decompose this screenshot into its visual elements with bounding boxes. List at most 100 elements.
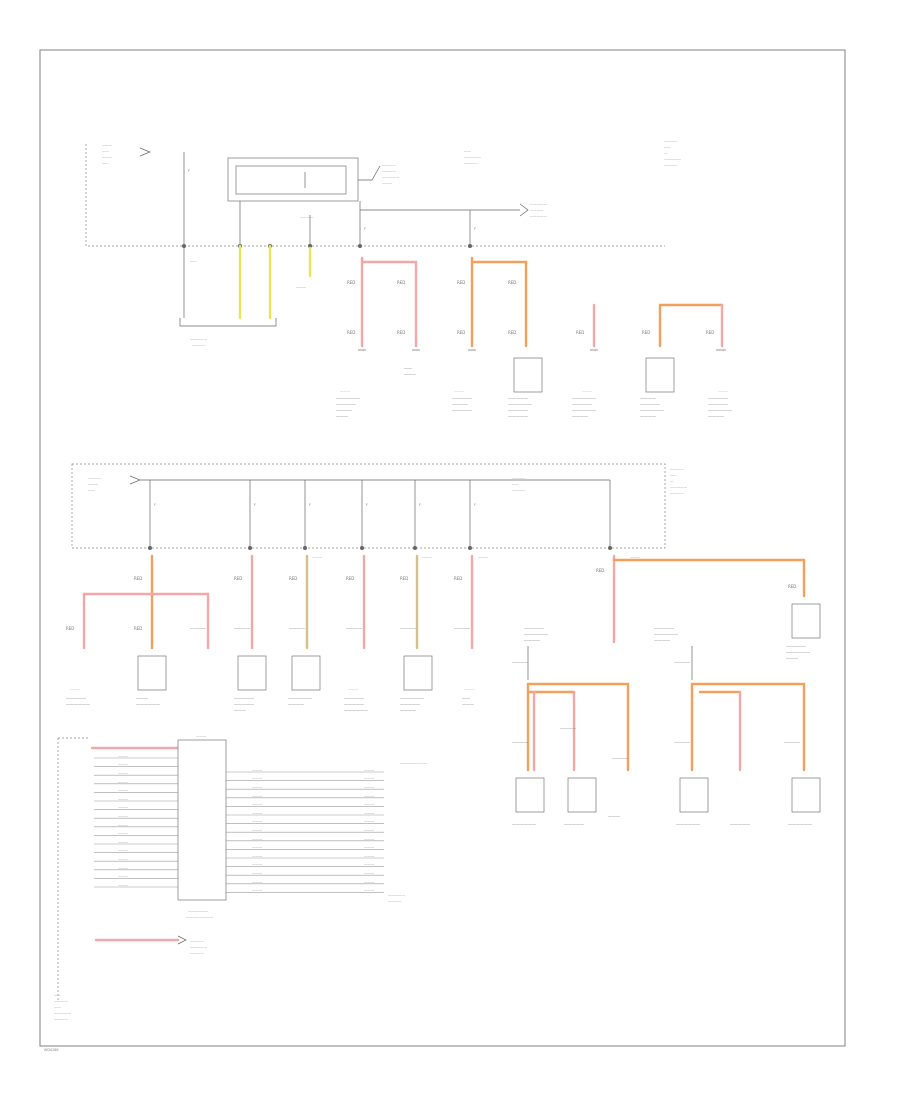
- svg-text:———: ———: [608, 814, 620, 819]
- wire-code: ———: [364, 820, 375, 824]
- top-circuit-wires: ————— ———— ———: [179, 244, 724, 348]
- svg-text:————————: ————————: [400, 761, 428, 765]
- svg-text:RED: RED: [508, 330, 516, 335]
- svg-text:————: ————: [640, 414, 656, 419]
- svg-text:RED: RED: [347, 330, 355, 335]
- svg-text:RED: RED: [66, 626, 74, 631]
- wire-code: ———: [118, 771, 129, 775]
- svg-text:———: ———: [478, 555, 489, 559]
- svg-text:RED: RED: [346, 576, 354, 581]
- svg-text:———: ———: [422, 555, 433, 559]
- svg-text:————: ————: [190, 951, 204, 955]
- svg-text:——————: ——————: [572, 396, 596, 401]
- svg-text:——: ——: [664, 145, 671, 149]
- svg-text:RED: RED: [234, 576, 242, 581]
- svg-text:———: ———: [462, 702, 474, 707]
- svg-text:————: ————: [54, 999, 68, 1003]
- svg-text:———: ———: [718, 389, 729, 393]
- svg-text:————: ————: [288, 702, 304, 707]
- svg-text:——: ——: [464, 149, 471, 153]
- svg-text:————: ————: [382, 169, 396, 173]
- svg-text:——: ——: [54, 1005, 61, 1009]
- svg-text:—————: —————: [730, 822, 750, 827]
- wire-code: ———: [252, 768, 263, 772]
- svg-text:F: F: [474, 503, 476, 507]
- svg-text:—————: —————: [336, 402, 356, 407]
- svg-text:————: ————: [382, 163, 396, 167]
- svg-text:——————: ——————: [676, 822, 700, 827]
- component-box: [645, 357, 675, 393]
- svg-text:——————: ——————: [512, 822, 536, 827]
- svg-text:——: ——: [102, 161, 109, 165]
- wire-code: ———: [118, 814, 129, 818]
- svg-text:——————: ——————: [344, 708, 368, 713]
- lower-components: RED RED RED RED RED RED RED RED RED RED …: [66, 568, 821, 713]
- svg-text:——————: ——————: [508, 402, 532, 407]
- svg-text:———: ———: [582, 389, 593, 393]
- svg-text:————: ————: [530, 208, 544, 212]
- svg-text:————: ————: [400, 626, 416, 631]
- wire-code: ———: [118, 763, 129, 767]
- svg-text:———: ———: [70, 687, 81, 691]
- svg-text:———: ———: [196, 734, 207, 738]
- wire-code: ———: [364, 794, 375, 798]
- svg-text:—————: —————: [564, 822, 584, 827]
- right-sub-harnesses: ————— —————— ———— ———— ———— ———— ———— ——…: [512, 626, 821, 827]
- svg-text:———: ———: [786, 656, 798, 661]
- wire-code: ———: [118, 788, 129, 792]
- svg-text:—————: —————: [708, 402, 728, 407]
- svg-text:RED: RED: [397, 330, 405, 335]
- wire-code: ———: [118, 857, 129, 861]
- svg-text:—: —: [664, 151, 668, 155]
- svg-text:——————: ——————: [188, 909, 209, 913]
- svg-text:—————: —————: [530, 202, 548, 206]
- svg-text:————: ————: [524, 638, 540, 643]
- svg-text:—————: —————: [670, 485, 688, 489]
- svg-text:————: ————: [388, 899, 402, 903]
- wire-code: ———: [252, 785, 263, 789]
- svg-text:——————: ——————: [654, 632, 678, 637]
- svg-text:—————: —————: [400, 702, 420, 707]
- svg-text:————: ————: [54, 1017, 68, 1021]
- lower-fuse-box: ———— ——— —— ———— —— ———— ———— —— — —————…: [71, 463, 688, 550]
- wire-code: ———: [364, 811, 375, 815]
- wire-code: ———: [118, 840, 129, 844]
- svg-text:——: ——: [102, 149, 109, 153]
- wire-code: ———: [118, 780, 129, 784]
- svg-text:RED: RED: [347, 280, 355, 285]
- svg-text:————: ————: [400, 708, 416, 713]
- svg-text:——————: ——————: [400, 696, 424, 701]
- svg-text:————: ————: [336, 408, 352, 413]
- svg-text:—————: —————: [572, 402, 592, 407]
- wire-code: ———: [252, 820, 263, 824]
- svg-text:—————: —————: [452, 408, 472, 413]
- svg-text:F: F: [364, 227, 366, 231]
- wire-code: ———: [252, 854, 263, 858]
- svg-text:F: F: [419, 503, 421, 507]
- svg-text:—————: —————: [382, 175, 400, 179]
- svg-text:F: F: [366, 503, 368, 507]
- svg-text:——: ——: [190, 259, 197, 263]
- svg-text:————: ————: [300, 215, 314, 219]
- svg-text:———: ———: [312, 555, 323, 559]
- svg-text:———: ———: [88, 482, 99, 486]
- svg-text:————: ————: [512, 740, 528, 745]
- svg-text:—————: —————: [464, 155, 482, 159]
- svg-text:—————: —————: [452, 396, 472, 401]
- svg-text:—————: —————: [524, 626, 544, 631]
- wire-code: ———: [118, 797, 129, 801]
- svg-text:————: ————: [454, 626, 470, 631]
- svg-text:—————: —————: [664, 157, 682, 161]
- svg-text:—————: —————: [508, 396, 528, 401]
- svg-text:———: ———: [102, 143, 113, 147]
- svg-text:—————: —————: [508, 408, 528, 413]
- svg-text:——————: ——————: [640, 408, 664, 413]
- svg-text:RED: RED: [457, 280, 465, 285]
- svg-text:————: ————: [664, 139, 678, 143]
- svg-text:————: ————: [289, 626, 305, 631]
- component-box: [513, 357, 543, 393]
- bottom-connector-block: ——— —————— ———————— ————————————————————…: [54, 734, 428, 1021]
- svg-text:————: ————: [664, 163, 678, 167]
- svg-text:————: ————: [674, 660, 690, 665]
- wire-code: ———: [252, 888, 263, 892]
